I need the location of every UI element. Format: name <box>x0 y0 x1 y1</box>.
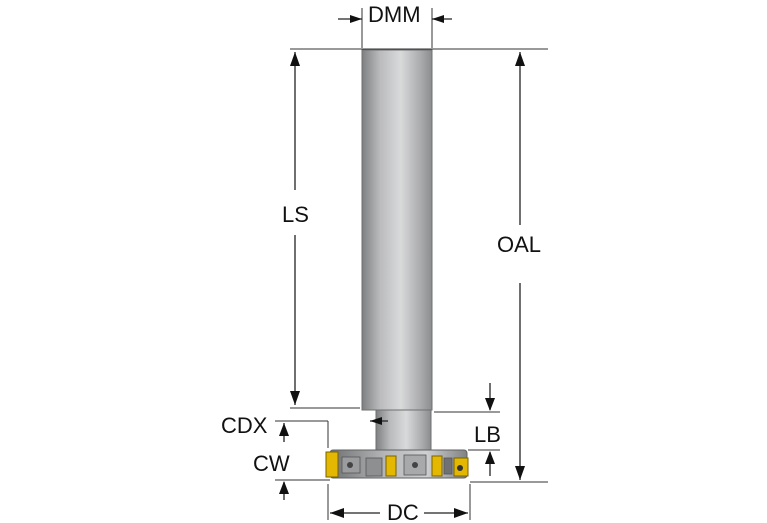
pocket-4 <box>443 457 453 475</box>
dimension-dmm <box>338 8 452 48</box>
neck <box>375 409 432 455</box>
label-oal: OAL <box>497 232 541 257</box>
dimension-cw <box>275 479 330 500</box>
label-dc: DC <box>387 500 419 523</box>
screw-1 <box>347 462 353 468</box>
tool-body <box>325 49 469 479</box>
dimension-dc <box>327 484 471 520</box>
dimension-cdx <box>275 417 388 448</box>
pocket-2 <box>365 457 383 477</box>
screw-2 <box>412 462 418 468</box>
dimension-ls <box>290 52 360 409</box>
label-cw: CW <box>253 451 290 476</box>
insert-center <box>385 455 397 477</box>
label-dmm: DMM <box>368 2 421 27</box>
shank <box>361 49 433 411</box>
dimension-oal <box>470 52 548 483</box>
dimension-lb <box>434 383 500 476</box>
label-cdx: CDX <box>221 413 268 438</box>
label-ls: LS <box>282 202 309 227</box>
screw-3 <box>457 465 463 471</box>
insert-right-a <box>431 455 443 477</box>
insert-left <box>325 451 339 478</box>
label-lb: LB <box>474 422 501 447</box>
